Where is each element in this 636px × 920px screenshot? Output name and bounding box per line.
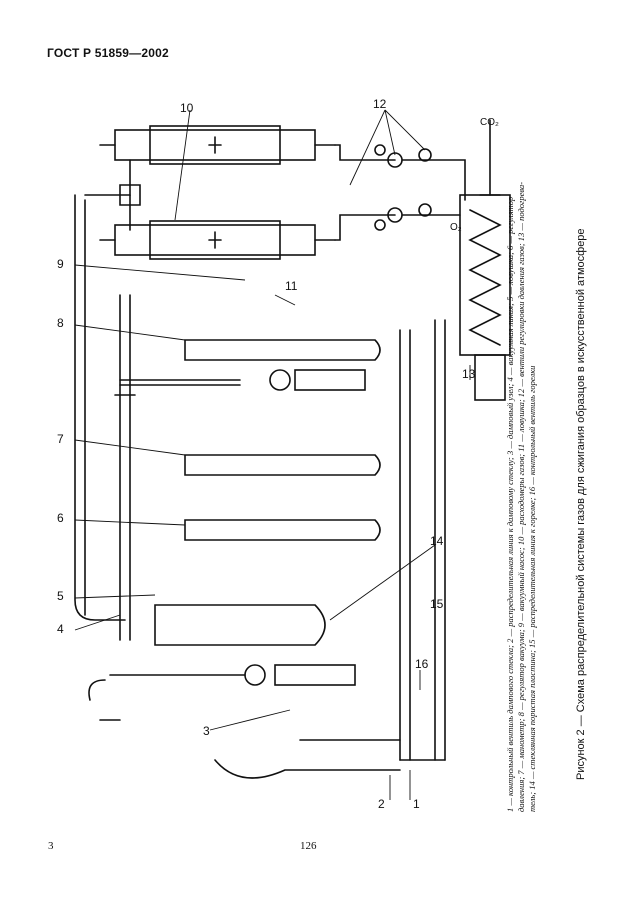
legend-line-3: тель; 14 — стеклянная пористая пластина;…: [527, 365, 537, 812]
ballast-bottle: [154, 604, 326, 646]
callout-13: 13: [462, 367, 476, 381]
callout-1: 1: [413, 797, 420, 811]
callout-8: 8: [57, 316, 64, 330]
callout-7: 7: [57, 432, 64, 446]
callout-11: 11: [285, 279, 298, 293]
page-number: 126: [300, 840, 317, 852]
callout-12: 12: [373, 97, 387, 111]
figure-legend: 1 — контрольный вентиль дампового стекла…: [505, 92, 538, 812]
standard-header: ГОСТ Р 51859—2002: [47, 46, 169, 60]
o2-label: O₂: [450, 222, 462, 233]
callout-3: 3: [203, 724, 210, 738]
callout-16: 16: [415, 657, 429, 671]
callout-15: 15: [430, 597, 444, 611]
page-left-number: 3: [48, 840, 54, 852]
figure-caption: Рисунок 2 — Схема распределительной сист…: [575, 228, 587, 780]
callout-14: 14: [430, 534, 444, 548]
callout-2: 2: [378, 797, 385, 811]
co2-label: CO₂: [480, 117, 499, 128]
callout-9: 9: [57, 257, 64, 271]
manometer-7: [184, 454, 381, 476]
heater: [459, 194, 511, 356]
manometer-6: [184, 519, 381, 541]
vacuum-line: [74, 194, 126, 621]
callout-10: 10: [180, 101, 194, 115]
legend-line-1: 1 — контрольный вентиль дампового стекла…: [505, 196, 515, 812]
legend-line-2: давления; 7 — манометр; 8 — регулятор ва…: [516, 181, 526, 812]
callout-5: 5: [57, 589, 64, 603]
manometer-8: [184, 339, 381, 361]
callout-6: 6: [57, 511, 64, 525]
callout-4: 4: [57, 622, 64, 636]
rubber-bulb: [214, 759, 401, 779]
